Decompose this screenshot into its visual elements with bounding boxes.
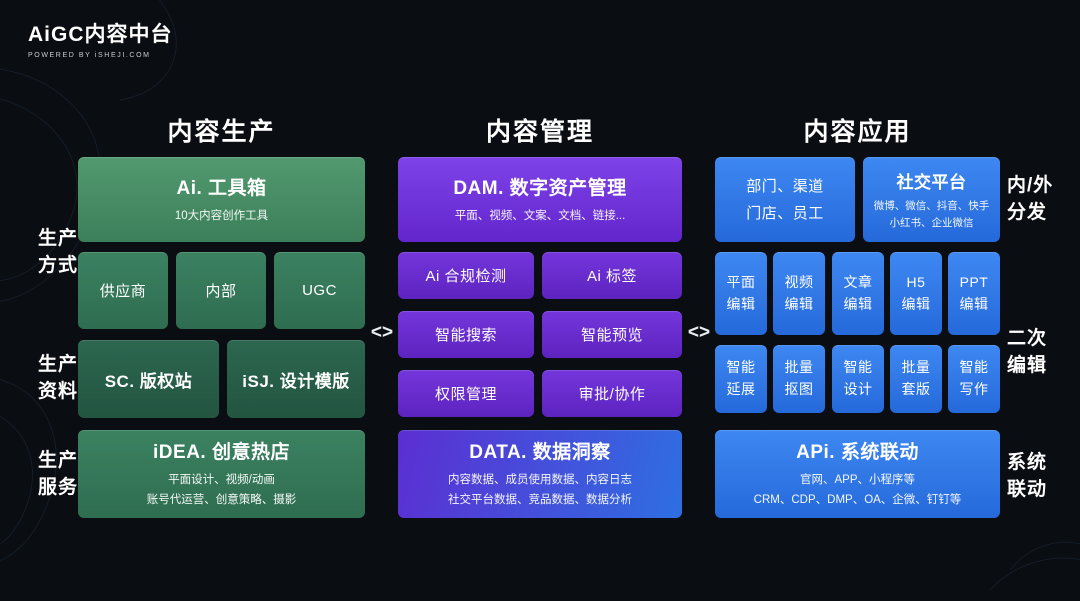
smart-design-label: 智能 设计 [843, 359, 873, 397]
block-smart-extension: 智能 延展 [715, 345, 767, 413]
label-production-materials: 生产 资料 [38, 354, 79, 402]
approval-collaboration-label: 审批/协作 [578, 386, 646, 403]
block-social-platforms: 社交平台 微博、微信、抖音、快手 小红书、企业微信 [863, 157, 1000, 242]
label-internal-external-distribution: 内/外 分发 [1007, 175, 1054, 223]
logo-title: AiGC内容中台 [28, 23, 173, 46]
swap-arrows-icon: <> [687, 322, 711, 343]
block-smart-search: 智能搜索 [398, 311, 534, 358]
batch-cutout-label: 批量 抠图 [784, 359, 814, 397]
idea-title: iDEA. 创意热店 [153, 442, 290, 464]
article-editor-label: 文章 编辑 [843, 273, 873, 312]
ai-tagging-label: Ai 标签 [586, 268, 637, 285]
block-approval-collaboration: 审批/协作 [542, 370, 682, 417]
block-smart-design: 智能 设计 [832, 345, 884, 413]
label-secondary-editing: 二次 编辑 [1007, 328, 1048, 376]
smart-writing-label: 智能 写作 [959, 359, 989, 397]
logo-powered-by: POWERED BY iSHEJI.COM [28, 52, 151, 59]
block-sc-copyright-site: SC. 版权站 [78, 340, 219, 418]
block-h5-editor: H5 编辑 [890, 252, 942, 335]
social-platforms-subtitle: 微博、微信、抖音、快手 小红书、企业微信 [873, 199, 990, 229]
block-internal: 内部 [176, 252, 266, 329]
smart-extension-label: 智能 延展 [726, 359, 756, 397]
label-production-services: 生产 服务 [38, 450, 79, 498]
video-editor-label: 视频 编辑 [784, 273, 814, 312]
smart-search-label: 智能搜索 [434, 327, 497, 344]
api-title: APi. 系统联动 [796, 442, 919, 464]
ugc-label: UGC [302, 282, 337, 299]
dam-subtitle: 平面、视频、文案、文档、链接... [454, 209, 626, 222]
ppt-editor-label: PPT 编辑 [959, 273, 989, 312]
h5-editor-label: H5 编辑 [901, 273, 931, 312]
label-production-method: 生产 方式 [38, 228, 79, 276]
smart-preview-label: 智能预览 [580, 327, 643, 344]
header-content-application: 内容应用 [803, 118, 912, 146]
label-system-linkage: 系统 联动 [1007, 452, 1048, 500]
ai-toolbox-subtitle: 10大内容创作工具 [174, 209, 269, 222]
dam-title: DAM. 数字资产管理 [453, 177, 627, 199]
block-graphic-editor: 平面 编辑 [715, 252, 767, 335]
block-data-insights: DATA. 数据洞察 内容数据、成员使用数据、内容日志 社交平台数据、竞品数据、… [398, 430, 682, 518]
block-ai-tagging: Ai 标签 [542, 252, 682, 299]
block-dam-digital-asset-management: DAM. 数字资产管理 平面、视频、文案、文档、链接... [398, 157, 682, 242]
permission-management-label: 权限管理 [434, 386, 497, 403]
block-batch-templating: 批量 套版 [890, 345, 942, 413]
ai-compliance-label: Ai 合规检测 [425, 268, 507, 285]
header-content-production: 内容生产 [167, 118, 276, 146]
block-smart-preview: 智能预览 [542, 311, 682, 358]
block-batch-cutout: 批量 抠图 [773, 345, 825, 413]
batch-templating-label: 批量 套版 [901, 359, 931, 397]
logo: AiGC内容中台 POWERED BY iSHEJI.COM [28, 18, 173, 59]
block-ugc: UGC [274, 252, 365, 329]
api-subtitle: 官网、APP、小程序等 CRM、CDP、DMP、OA、企微、钉钉等 [753, 474, 962, 506]
block-api-system-linkage: APi. 系统联动 官网、APP、小程序等 CRM、CDP、DMP、OA、企微、… [715, 430, 1000, 518]
block-idea-creative-shop: iDEA. 创意热店 平面设计、视频/动画 账号代运营、创意策略、摄影 [78, 430, 365, 518]
swap-arrows-icon: <> [370, 322, 394, 343]
idea-subtitle: 平面设计、视频/动画 账号代运营、创意策略、摄影 [146, 474, 297, 506]
departments-channels-label: 部门、渠道 门店、员工 [746, 177, 824, 222]
block-video-editor: 视频 编辑 [773, 252, 825, 335]
block-departments-channels: 部门、渠道 门店、员工 [715, 157, 855, 242]
social-platforms-title: 社交平台 [896, 172, 967, 192]
block-ai-toolbox: Ai. 工具箱 10大内容创作工具 [78, 157, 365, 242]
supplier-label: 供应商 [99, 283, 147, 300]
ai-toolbox-title: Ai. 工具箱 [176, 177, 267, 199]
isj-design-templates-title: iSJ. 设计模版 [242, 371, 350, 391]
block-isj-design-templates: iSJ. 设计模版 [227, 340, 365, 418]
block-permission-management: 权限管理 [398, 370, 534, 417]
data-insights-subtitle: 内容数据、成员使用数据、内容日志 社交平台数据、竞品数据、数据分析 [448, 474, 632, 506]
block-smart-writing: 智能 写作 [948, 345, 1000, 413]
sc-copyright-title: SC. 版权站 [104, 371, 193, 391]
block-ppt-editor: PPT 编辑 [948, 252, 1000, 335]
block-article-editor: 文章 编辑 [832, 252, 884, 335]
block-supplier: 供应商 [78, 252, 168, 329]
header-content-management: 内容管理 [485, 118, 594, 146]
internal-label: 内部 [205, 283, 237, 300]
data-insights-title: DATA. 数据洞察 [469, 442, 611, 464]
block-ai-compliance-check: Ai 合规检测 [398, 252, 534, 299]
graphic-editor-label: 平面 编辑 [726, 273, 756, 312]
